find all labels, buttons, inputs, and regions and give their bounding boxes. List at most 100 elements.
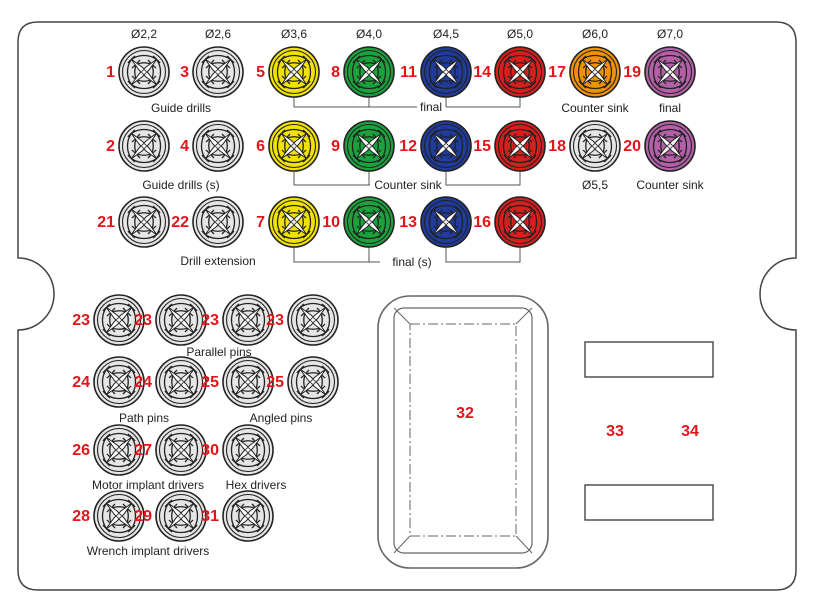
holder-number: 5 xyxy=(256,64,265,81)
holder-grey xyxy=(155,424,207,476)
holder-number: 25 xyxy=(201,374,219,391)
holder-grey xyxy=(222,294,274,346)
holder-number: 8 xyxy=(331,64,340,81)
holder-number: 24 xyxy=(72,374,90,391)
label-final: final xyxy=(420,100,442,114)
label-size-5-5: Ø5,5 xyxy=(582,178,608,192)
right-slot-top xyxy=(584,341,714,378)
holder-number: 11 xyxy=(400,64,417,81)
holder-number: 3 xyxy=(180,64,189,81)
holder-blue xyxy=(420,196,472,248)
holder-number: 21 xyxy=(97,214,115,231)
holder-number: 13 xyxy=(399,214,417,231)
holder-number: 4 xyxy=(180,138,189,155)
holder-number: 15 xyxy=(473,138,491,155)
size-header: Ø7,0 xyxy=(657,27,683,41)
label-angled-pins: Angled pins xyxy=(250,411,313,425)
holder-number: 9 xyxy=(331,138,340,155)
center-compartment xyxy=(377,295,549,569)
holder-number: 18 xyxy=(548,138,566,155)
holder-number: 19 xyxy=(623,64,641,81)
holder-grey xyxy=(222,490,274,542)
holder-number: 20 xyxy=(623,138,641,155)
label-final-s: final (s) xyxy=(392,255,431,269)
holder-number: 10 xyxy=(322,214,340,231)
label-parallel-pins: Parallel pins xyxy=(186,345,251,359)
size-header: Ø4,5 xyxy=(433,27,459,41)
label-counter-sink: Counter sink xyxy=(374,178,442,192)
holder-red xyxy=(494,196,546,248)
holder-grey xyxy=(192,120,244,172)
holder-number: 25 xyxy=(266,374,284,391)
holder-grey xyxy=(287,294,339,346)
holder-grey xyxy=(222,356,274,408)
holder-grey xyxy=(192,46,244,98)
label-guide-drills: Guide drills xyxy=(151,101,211,115)
holder-grey xyxy=(93,490,145,542)
holder-grey xyxy=(93,356,145,408)
holder-blue xyxy=(420,46,472,98)
size-header: Ø6,0 xyxy=(582,27,608,41)
label-hex-drivers: Hex drivers xyxy=(226,478,287,492)
size-header: Ø4,0 xyxy=(356,27,382,41)
holder-number: 28 xyxy=(72,508,90,525)
label-guide-drills-s: Guide drills (s) xyxy=(142,178,219,192)
holder-number: 23 xyxy=(72,312,90,329)
holder-yellow xyxy=(268,120,320,172)
holder-number: 14 xyxy=(473,64,491,81)
holder-grey xyxy=(192,196,244,248)
holder-number: 31 xyxy=(201,508,219,525)
holder-red xyxy=(494,120,546,172)
holder-number: 16 xyxy=(473,214,491,231)
holder-number: 29 xyxy=(134,508,152,525)
holder-grey xyxy=(287,356,339,408)
holder-number: 23 xyxy=(201,312,219,329)
label-path-pins: Path pins xyxy=(119,411,169,425)
holder-red xyxy=(494,46,546,98)
holder-grey xyxy=(155,356,207,408)
holder-blue xyxy=(420,120,472,172)
holder-yellow xyxy=(268,46,320,98)
label-drill-extension: Drill extension xyxy=(180,254,255,268)
holder-number: 17 xyxy=(548,64,566,81)
compartment-number: 33 xyxy=(606,423,624,440)
holder-number: 1 xyxy=(106,64,115,81)
holder-purple xyxy=(644,46,696,98)
holder-green xyxy=(343,46,395,98)
label-counter-sink: Counter sink xyxy=(561,101,629,115)
holder-grey xyxy=(118,196,170,248)
label-counter-sink: Counter sink xyxy=(636,178,704,192)
label-final: final xyxy=(659,101,681,115)
holder-yellow xyxy=(268,196,320,248)
holder-grey xyxy=(118,120,170,172)
holder-grey xyxy=(155,294,207,346)
holder-number: 2 xyxy=(106,138,115,155)
compartment-number: 34 xyxy=(681,423,699,440)
size-header: Ø2,6 xyxy=(205,27,231,41)
holder-grey xyxy=(118,46,170,98)
holder-number: 27 xyxy=(134,442,152,459)
holder-number: 23 xyxy=(266,312,284,329)
holder-number: 7 xyxy=(256,214,265,231)
holder-purple xyxy=(644,120,696,172)
holder-number: 24 xyxy=(134,374,152,391)
label-wrench-implant-drivers: Wrench implant drivers xyxy=(87,544,209,558)
holder-grey xyxy=(155,490,207,542)
holder-grey xyxy=(569,120,621,172)
holder-grey xyxy=(93,294,145,346)
holder-number: 12 xyxy=(399,138,417,155)
holder-orange xyxy=(569,46,621,98)
label-motor-implant-drivers: Motor implant drivers xyxy=(92,478,204,492)
right-slot-bottom xyxy=(584,484,714,521)
holder-green xyxy=(343,196,395,248)
compartment-number: 32 xyxy=(456,405,474,422)
size-header: Ø5,0 xyxy=(507,27,533,41)
holder-number: 30 xyxy=(201,442,219,459)
holder-grey xyxy=(222,424,274,476)
size-header: Ø2,2 xyxy=(131,27,157,41)
holder-green xyxy=(343,120,395,172)
size-header: Ø3,6 xyxy=(281,27,307,41)
holder-number: 6 xyxy=(256,138,265,155)
